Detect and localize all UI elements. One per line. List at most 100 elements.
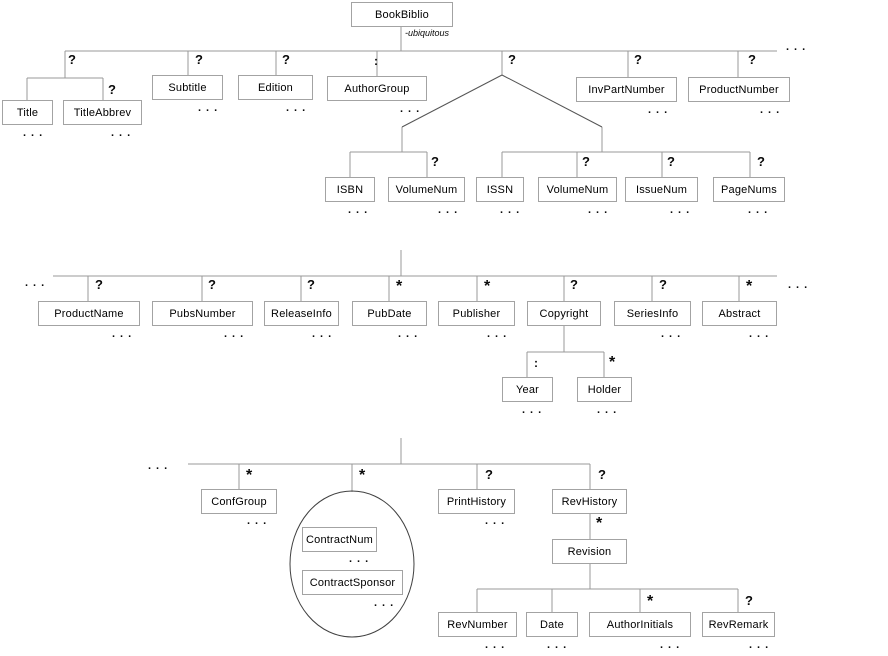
node-productname: ProductName: [38, 301, 140, 326]
optional-marker-printhistory: ?: [485, 467, 493, 482]
zero-or-more-marker-authorinitials: *: [647, 593, 654, 610]
ellipsis-marker-bar2-right: ...: [788, 279, 813, 291]
ellipsis-marker-confgroup: ...: [247, 515, 272, 527]
node-title: Title: [2, 100, 53, 125]
sequence-marker-authorgroup: :: [374, 54, 378, 68]
optional-marker-number-choice: ?: [508, 52, 516, 67]
node-edition: Edition: [238, 75, 313, 100]
zero-or-more-marker-revision: *: [596, 515, 603, 532]
node-revhistory: RevHistory: [552, 489, 627, 514]
node-isbn: ISBN: [325, 177, 375, 202]
optional-marker-productname: ?: [95, 277, 103, 292]
optional-marker-title-group: ?: [68, 52, 76, 67]
contract-group-ellipse: [289, 490, 415, 638]
node-copyright: Copyright: [527, 301, 601, 326]
ellipsis-marker-pubsnumber: ...: [224, 328, 249, 340]
node-date: Date: [526, 612, 578, 637]
node-year: Year: [502, 377, 553, 402]
optional-marker-edition: ?: [282, 52, 290, 67]
ellipsis-marker-issuenum: ...: [670, 204, 695, 216]
node-seriesinfo: SeriesInfo: [614, 301, 691, 326]
optional-marker-pagenums: ?: [757, 154, 765, 169]
ellipsis-marker-pubdate: ...: [398, 328, 423, 340]
zero-or-more-marker-abstract: *: [746, 278, 753, 295]
ellipsis-marker-revnumber: ...: [485, 639, 510, 651]
node-titleabbrev: TitleAbbrev: [63, 100, 142, 125]
ellipsis-marker-title: ...: [23, 127, 48, 139]
node-productnumber: ProductNumber: [688, 77, 790, 102]
node-bookbiblio: BookBiblio: [351, 2, 453, 27]
zero-or-more-marker-publisher: *: [484, 278, 491, 295]
node-pubsnumber: PubsNumber: [152, 301, 253, 326]
optional-marker-issuenum: ?: [667, 154, 675, 169]
zero-or-more-marker-contract-group: *: [359, 467, 366, 484]
node-revremark: RevRemark: [702, 612, 775, 637]
zero-or-more-marker-confgroup: *: [246, 467, 253, 484]
ellipsis-marker-productnumber: ...: [760, 104, 785, 116]
ellipsis-marker-volumenum-2: ...: [588, 204, 613, 216]
ellipsis-marker-bar3-left: ...: [148, 460, 173, 472]
ellipsis-marker-subtitle: ...: [198, 102, 223, 114]
optional-marker-invpartnumber: ?: [634, 52, 642, 67]
optional-marker-volumenum-1: ?: [431, 154, 439, 169]
node-releaseinfo: ReleaseInfo: [264, 301, 339, 326]
optional-marker-releaseinfo: ?: [307, 277, 315, 292]
ellipsis-marker-authorgroup: ...: [400, 103, 425, 115]
ellipsis-marker-abstract: ...: [749, 328, 774, 340]
ellipsis-marker-contractnum: ...: [349, 553, 374, 565]
node-pagenums: PageNums: [713, 177, 785, 202]
node-volumenum-2: VolumeNum: [538, 177, 617, 202]
node-publisher: Publisher: [438, 301, 515, 326]
node-authorgroup: AuthorGroup: [327, 76, 427, 101]
ellipsis-marker-holder: ...: [597, 404, 622, 416]
ellipsis-marker-year: ...: [522, 404, 547, 416]
ellipsis-marker-printhistory: ...: [485, 515, 510, 527]
node-volumenum-1: VolumeNum: [388, 177, 465, 202]
root-annotation: -ubiquitous: [405, 28, 450, 38]
sequence-marker-year: :: [534, 356, 538, 370]
optional-marker-titleabbrev: ?: [108, 82, 116, 97]
optional-marker-volumenum-2: ?: [582, 154, 590, 169]
ellipsis-marker-titleabbrev: ...: [111, 127, 136, 139]
ellipsis-marker-pagenums: ...: [748, 204, 773, 216]
ellipsis-marker-releaseinfo: ...: [312, 328, 337, 340]
ellipsis-marker-seriesinfo: ...: [661, 328, 686, 340]
ellipsis-marker-revremark: ...: [749, 639, 774, 651]
zero-or-more-marker-pubdate: *: [396, 278, 403, 295]
ellipsis-marker-productname: ...: [112, 328, 137, 340]
ellipsis-marker-invpartnumber: ...: [648, 104, 673, 116]
optional-marker-pubsnumber: ?: [208, 277, 216, 292]
optional-marker-revremark: ?: [745, 593, 753, 608]
ellipsis-marker-date: ...: [547, 639, 572, 651]
optional-marker-copyright: ?: [570, 277, 578, 292]
node-printhistory: PrintHistory: [438, 489, 515, 514]
ellipsis-marker-issn: ...: [500, 204, 525, 216]
optional-marker-seriesinfo: ?: [659, 277, 667, 292]
optional-marker-subtitle: ?: [195, 52, 203, 67]
node-invpartnumber: InvPartNumber: [576, 77, 677, 102]
zero-or-more-marker-holder: *: [609, 354, 616, 371]
node-contractnum: ContractNum: [302, 527, 377, 552]
node-revnumber: RevNumber: [438, 612, 517, 637]
node-subtitle: Subtitle: [152, 75, 223, 100]
optional-marker-productnumber: ?: [748, 52, 756, 67]
node-confgroup: ConfGroup: [201, 489, 277, 514]
ellipsis-marker-isbn: ...: [348, 204, 373, 216]
ellipsis-marker-contractsponsor: ...: [374, 597, 399, 609]
ellipsis-marker-bar2-left: ...: [25, 277, 50, 289]
node-revision: Revision: [552, 539, 627, 564]
optional-marker-revhistory: ?: [598, 467, 606, 482]
node-contractsponsor: ContractSponsor: [302, 570, 403, 595]
ellipsis-marker-authorinitials: ...: [660, 639, 685, 651]
node-issuenum: IssueNum: [625, 177, 698, 202]
ellipsis-marker-volumenum-1: ...: [438, 204, 463, 216]
ellipsis-marker-publisher: ...: [487, 328, 512, 340]
node-pubdate: PubDate: [352, 301, 427, 326]
node-abstract: Abstract: [702, 301, 777, 326]
node-issn: ISSN: [476, 177, 524, 202]
node-authorinitials: AuthorInitials: [589, 612, 691, 637]
choice-branch-lines: [401, 74, 603, 128]
ellipsis-marker-bar1-right: ...: [786, 41, 811, 53]
